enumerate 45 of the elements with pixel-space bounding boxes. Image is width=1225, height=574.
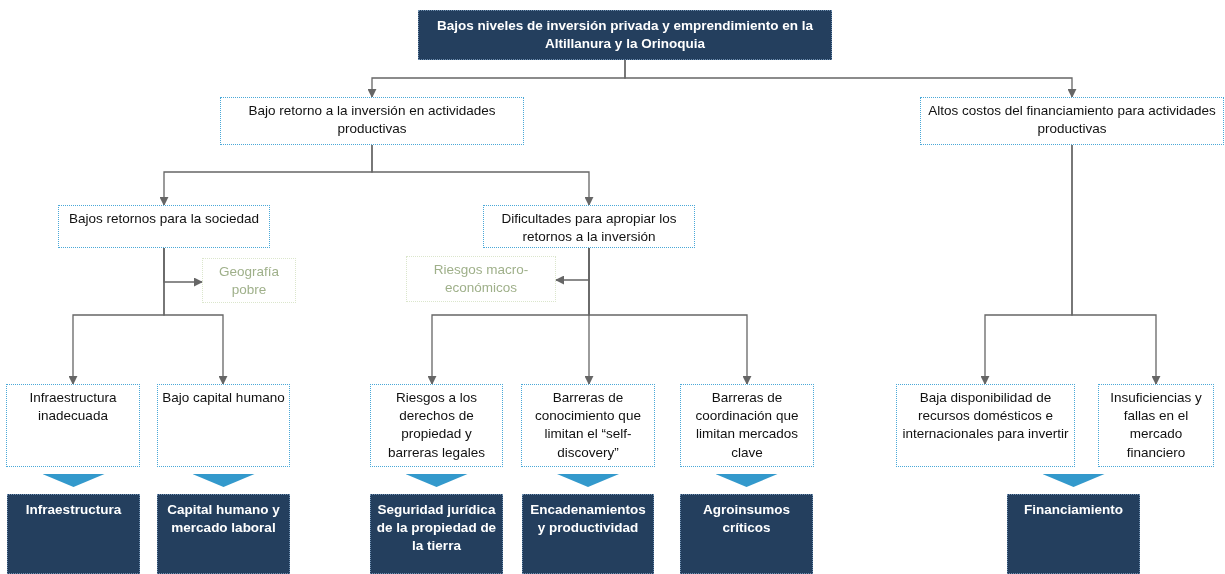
node-label: Bajo retorno a la inversión en actividades productivas [247,102,497,139]
cause-box [680,384,814,467]
cause-box [370,384,503,467]
node-label: Insuficiencias y fallas en el mercado financiero [1109,389,1203,462]
node-label: Dificultades para apropiar los retornos a la inversión [500,210,678,247]
title-box [157,494,290,574]
connector-arrow [163,247,228,385]
cause-box [483,205,695,248]
cause-box [58,205,270,248]
cause-box [6,384,140,467]
node-label: Geografía pobre [217,263,280,300]
node-label: Seguridad jurídica de la propiedad de la tierra [375,501,498,556]
title-box [7,494,140,574]
node-label: Financiamiento [1024,501,1123,519]
cause-box [920,97,1224,145]
title-box [1007,494,1140,574]
node-label: Barreras de coordinación que limitan mercados clave [694,389,800,462]
node-label: Bajos niveles de inversión privada y emprendimiento en la Altillanura y la Orinoquia [436,16,814,53]
cause-box [521,384,655,467]
title-box [370,494,503,574]
title-box [418,10,832,60]
node-label: Barreras de conocimiento que limitan el “self-discovery” [534,389,642,462]
cause-box [220,97,524,145]
connector-arrow [1071,144,1161,385]
connector-arrow [588,247,752,385]
faded-box [202,258,296,303]
faded-box [406,256,556,302]
node-label: Bajos retornos para la sociedad [69,210,259,228]
cause-box [157,384,290,467]
node-label: Capital humano y mercado laboral [166,501,281,538]
node-label: Infraestructura [25,501,122,519]
node-label: Riesgos macro-económicos [432,261,530,298]
cause-box [896,384,1075,467]
cause-box [1098,384,1214,467]
node-label: Riesgos a los derechos de propiedad y barreras legales [387,389,486,462]
node-label: Baja disponibilidad de recursos domésticos e internacionales para invertir [901,389,1070,444]
title-box [680,494,813,574]
connector-arrow [624,59,1077,98]
node-label: Infraestructura inadecuada [28,389,118,426]
title-box [522,494,654,574]
connector-arrow [371,144,594,206]
node-label: Encadenamientos y productividad [529,501,647,538]
node-label: Altos costos del financiamiento para actividades productivas [927,102,1217,139]
node-label: Bajo capital humano [162,389,285,407]
node-label: Agroinsumos críticos [702,501,791,538]
